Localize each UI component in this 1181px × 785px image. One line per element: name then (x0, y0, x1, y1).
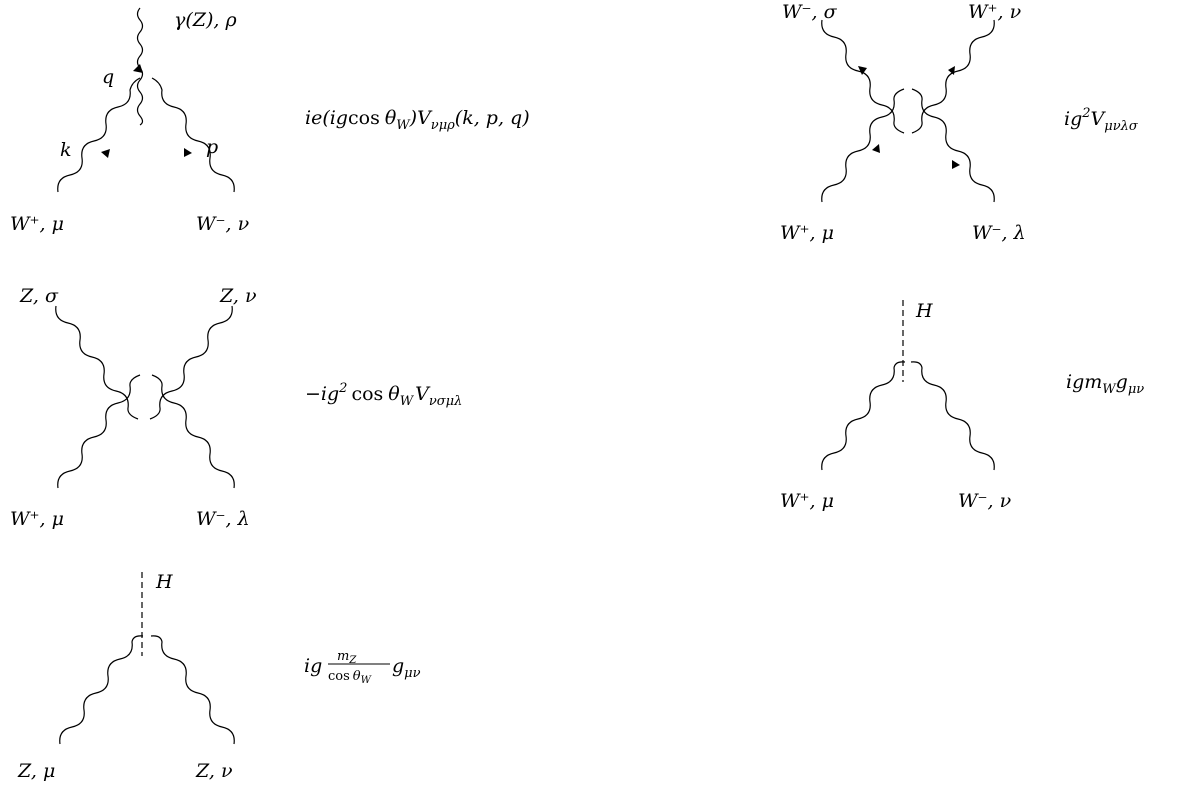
w-minus-nu-line (910, 361, 995, 471)
label-gamma-z-rho: γ(Z), ρ (174, 9, 237, 31)
label-w-minus-sigma: W⁻, σ (782, 1, 838, 23)
vertex-diagram-hww: H W⁺, μ W⁻, ν igmWgμν (780, 300, 1144, 512)
label-p: p (206, 136, 218, 158)
vertex-diagram-wwww: W⁻, σ W⁺, ν W⁺, μ W⁻, λ ig2Vμνλσ (780, 1, 1139, 244)
label-w-plus-mu: W⁺, μ (780, 222, 834, 244)
label-q: q (102, 66, 114, 88)
label-z-nu: Z, ν (195, 760, 233, 782)
label-w-plus-mu: W⁺, μ (780, 490, 834, 512)
rule-hww: igmWgμν (1066, 371, 1144, 397)
z-nu-line (150, 635, 235, 745)
label-w-plus-mu: W⁺, μ (10, 508, 64, 530)
w-minus-line (151, 77, 235, 193)
label-w-minus-nu: W⁻, ν (958, 490, 1012, 512)
label-w-plus-nu: W⁺, ν (968, 1, 1022, 23)
label-z-sigma: Z, σ (19, 285, 59, 307)
label-k: k (60, 139, 72, 161)
arrow-q (133, 64, 143, 73)
svg-text:gμν: gμν (392, 655, 421, 681)
label-w-minus-lambda: W⁻, λ (196, 508, 250, 530)
label-w-minus-lambda: W⁻, λ (972, 222, 1026, 244)
arrow-p (184, 148, 192, 157)
arrow-mu (872, 144, 880, 153)
w-plus-mu-line (57, 374, 141, 489)
w-plus-nu-line (911, 19, 995, 134)
arrow-lambda (952, 160, 960, 169)
rule-wwww: ig2Vμνλσ (1064, 106, 1139, 134)
w-minus-sigma-line (821, 19, 905, 134)
label-w-minus-nu: W⁻, ν (196, 213, 250, 235)
w-plus-mu-line (821, 361, 906, 471)
label-w-plus-mu: W⁺, μ (10, 213, 64, 235)
label-z-nu: Z, ν (219, 285, 257, 307)
w-plus-line (57, 77, 141, 193)
arrow-nu (948, 66, 955, 75)
arrow-sigma (858, 66, 867, 75)
label-h: H (155, 571, 173, 593)
z-sigma-line (55, 305, 139, 420)
w-minus-lambda-line (151, 374, 235, 489)
arrow-k (101, 149, 110, 158)
z-mu-line (59, 635, 144, 745)
label-h: H (915, 300, 933, 322)
w-minus-lambda-line (911, 88, 995, 203)
w-plus-mu-line (821, 88, 905, 203)
svg-text:mZ: mZ (337, 649, 357, 666)
svg-text:ig: ig (304, 655, 322, 677)
label-z-mu: Z, μ (17, 760, 55, 782)
z-nu-line (149, 305, 233, 420)
